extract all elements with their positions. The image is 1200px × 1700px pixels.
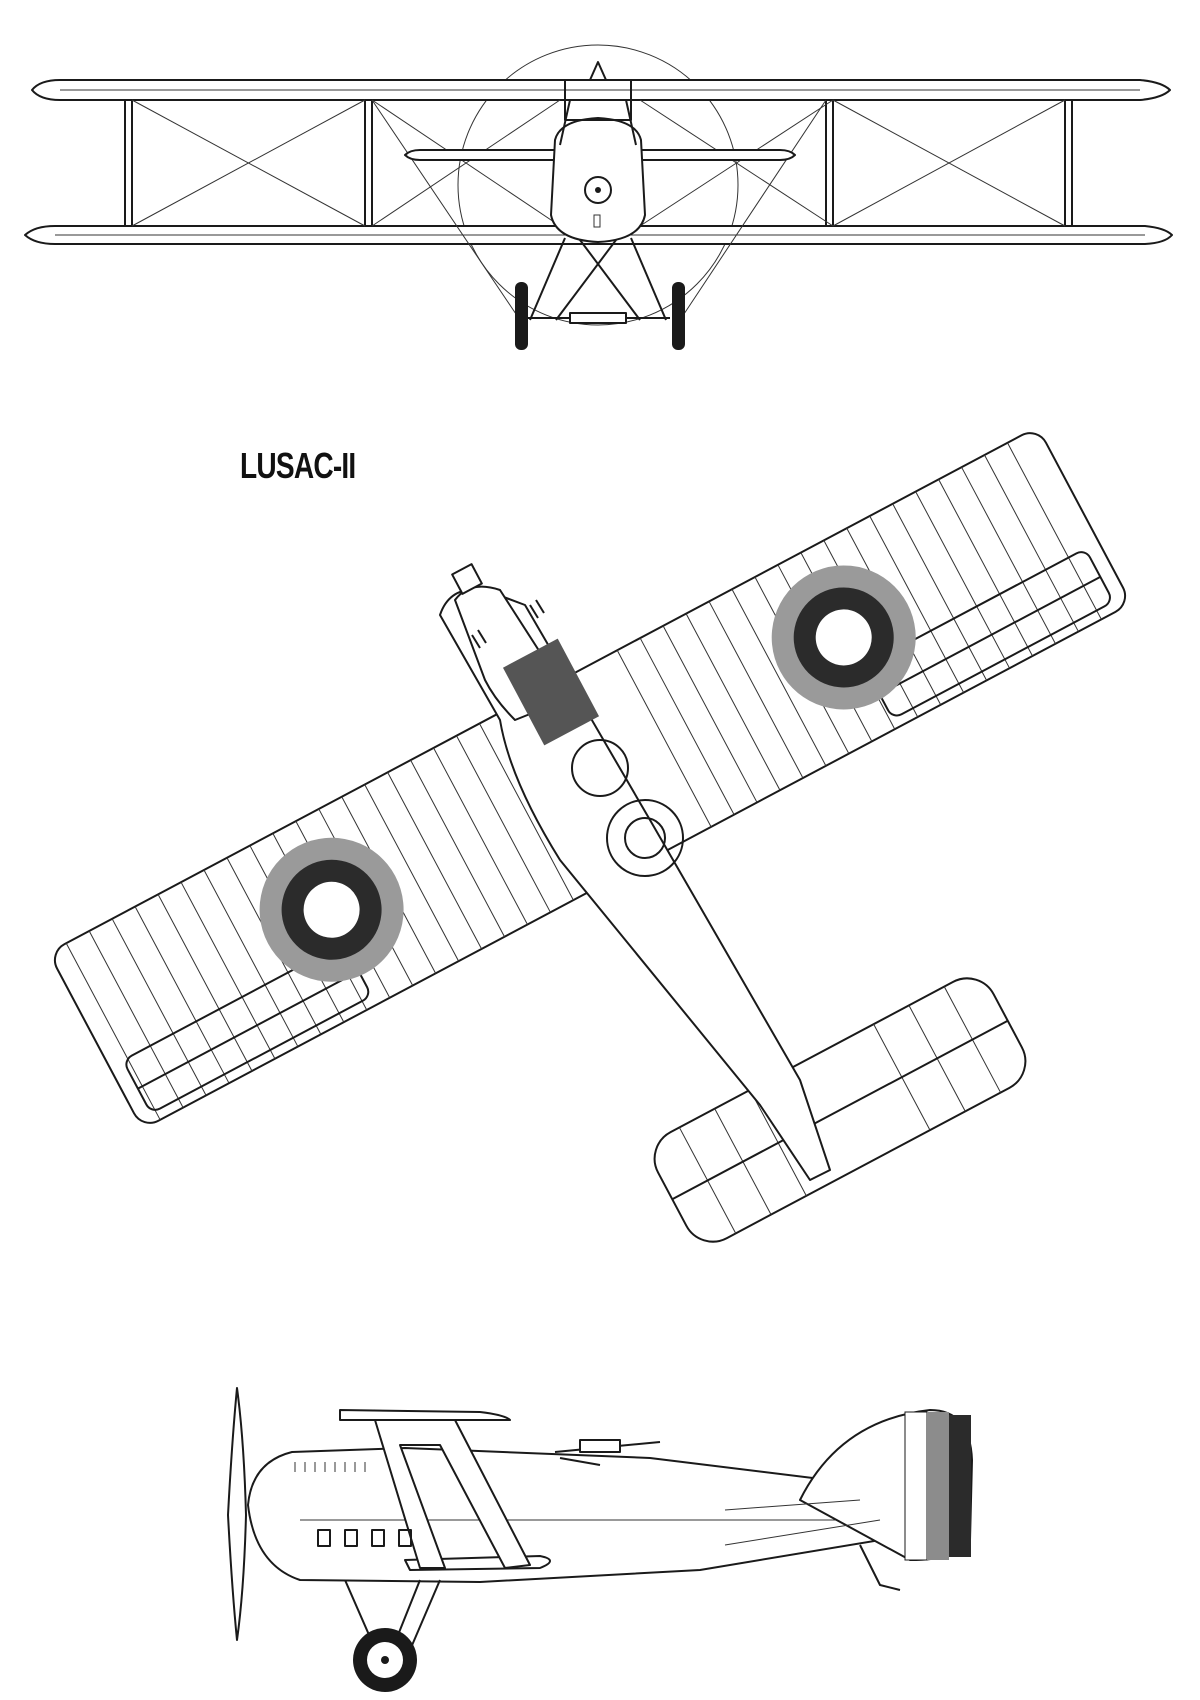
plan-front-cockpit [571,739,629,797]
side-upper-wing [339,1409,511,1421]
front-undercarriage [528,237,670,324]
right-roundel [771,565,916,710]
front-fuselage [550,117,646,243]
side-machine-gun [554,1439,661,1466]
interplane-struts [124,100,1073,226]
side-interplane-struts [374,1419,531,1569]
left-roundel [259,837,404,982]
front-view [24,44,1173,350]
rudder-stripe-blue [904,1411,928,1561]
plan-view [53,432,1127,1243]
plan-rear-cockpit [606,799,684,877]
side-view [227,1387,973,1692]
rudder-stripe-red [949,1415,971,1557]
plan-radiator [502,638,600,746]
side-propeller [227,1387,247,1641]
side-tailskid [859,1544,901,1591]
rudder-stripe-white [927,1412,949,1560]
bracing-wires [131,99,1066,321]
aircraft-title: LUSAC-II [240,445,356,486]
side-louvres [294,1462,412,1547]
propeller-disc [457,44,739,326]
plan-fuselage [439,588,831,1181]
front-right-wheel [672,282,685,350]
front-left-wheel [515,282,528,350]
